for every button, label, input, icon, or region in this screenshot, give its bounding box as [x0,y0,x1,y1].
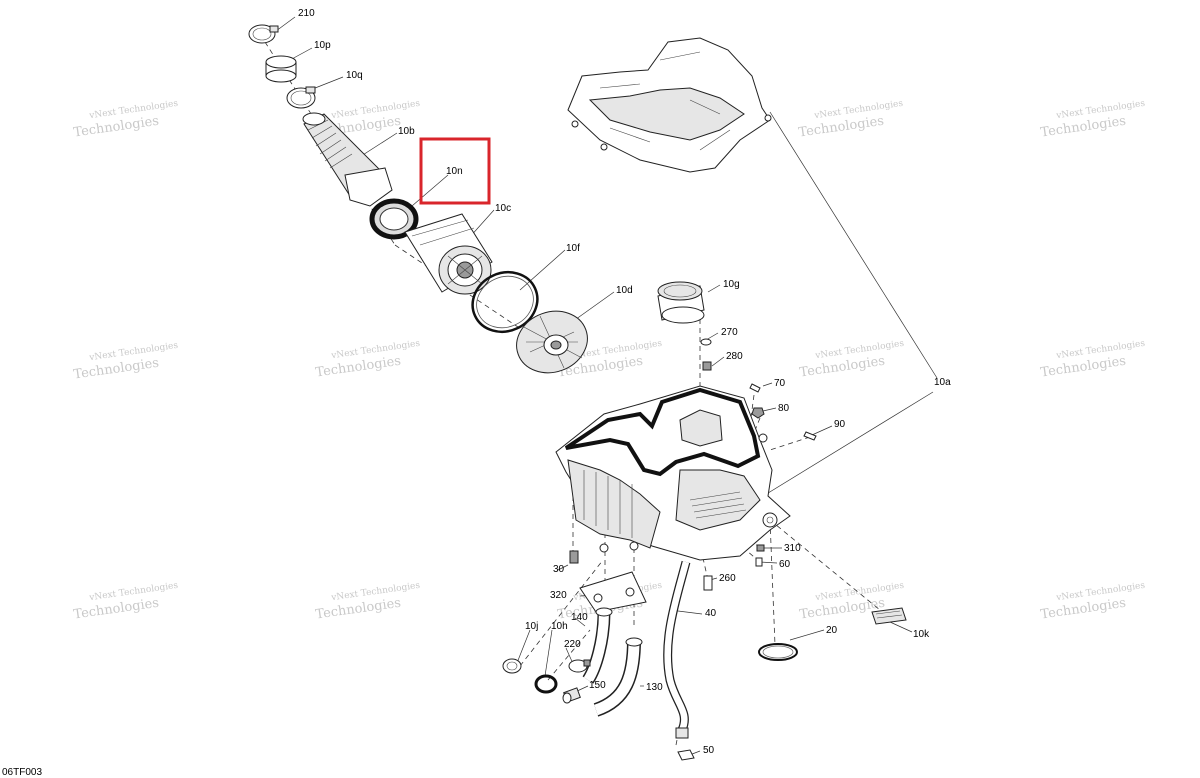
callout-10h[interactable]: 10h [551,621,568,632]
callout-140[interactable]: 140 [571,612,588,623]
label-10k [871,607,907,625]
watermark: vNext Technologies Technologies [73,99,179,141]
svg-text:Technologies: Technologies [1040,114,1127,141]
airbox-cover-10d [516,310,588,374]
callout-220[interactable]: 220 [564,639,581,650]
callout-10g[interactable]: 10g [723,279,740,290]
watermark: vNext Technologies Technologies [1040,99,1146,141]
clamp-10j [502,658,522,674]
callout-10d[interactable]: 10d [616,285,633,296]
bracket-320 [579,571,647,613]
clamp-10h [534,674,558,694]
callout-90[interactable]: 90 [834,419,846,430]
callout-40[interactable]: 40 [705,608,717,619]
diagram-code: 06TF003 [2,767,42,778]
airbox-base [555,385,791,561]
svg-text:Technologies: Technologies [798,114,885,141]
watermark: vNext Technologies Technologies [1040,339,1146,381]
gasket-10f [471,270,539,334]
callout-270[interactable]: 270 [721,327,738,338]
hose-130 [593,637,643,717]
clamp-210 [248,24,279,44]
drain-tube-40 [663,560,691,739]
callout-210[interactable]: 210 [298,8,315,19]
watermark: vNext Technologies Technologies [798,99,904,141]
airbox-lid-10a [567,37,772,173]
adapter-10g [657,281,705,324]
callout-150[interactable]: 150 [589,680,606,691]
watermark: vNext Technologies Technologies [73,581,179,623]
callout-10b[interactable]: 10b [398,126,415,137]
svg-text:Technologies: Technologies [315,354,402,381]
clamp-220 [568,659,591,673]
callout-70[interactable]: 70 [774,378,786,389]
ring-20 [758,643,798,661]
seal-ring-10n [369,198,419,240]
callout-80[interactable]: 80 [778,403,790,414]
sleeve-10p [265,55,297,83]
callout-280[interactable]: 280 [726,351,743,362]
callout-30[interactable]: 30 [553,564,565,575]
air-filter-10c [404,213,493,295]
watermark: vNext Technologies Technologies [73,341,179,383]
watermark-layer: vNext Technologies Technologies vNext Te… [73,99,1146,623]
callout-10k[interactable]: 10k [913,629,930,640]
svg-text:Technologies: Technologies [73,114,160,141]
callout-10q[interactable]: 10q [346,70,363,81]
selected-part-highlight[interactable] [419,137,491,205]
callout-50[interactable]: 50 [703,745,715,756]
fasteners [569,338,817,591]
svg-text:Technologies: Technologies [1040,596,1127,623]
watermark: vNext Technologies Technologies [1040,581,1146,623]
svg-text:Technologies: Technologies [799,596,886,623]
callout-130[interactable]: 130 [646,682,663,693]
callout-260[interactable]: 260 [719,573,736,584]
svg-text:Technologies: Technologies [315,596,402,623]
parts-layer [248,24,907,761]
callout-labels: 210 10p 10q 10b 10n 10c 10f 10d 10g 270 … [298,8,951,756]
svg-text:Technologies: Technologies [1040,354,1127,381]
svg-text:Technologies: Technologies [799,354,886,381]
clip-50 [677,749,695,761]
svg-text:Technologies: Technologies [73,596,160,623]
callout-320[interactable]: 320 [550,590,567,601]
fitting-150 [562,687,581,704]
callout-10c[interactable]: 10c [495,203,511,214]
callout-10f[interactable]: 10f [566,243,580,254]
callout-10p[interactable]: 10p [314,40,331,51]
callout-10j[interactable]: 10j [525,621,538,632]
intake-duct-10b [302,112,393,207]
callout-10a[interactable]: 10a [934,377,951,388]
clamp-10q [286,86,316,109]
callout-310[interactable]: 310 [784,543,801,554]
svg-text:Technologies: Technologies [73,356,160,383]
callout-10n[interactable]: 10n [446,166,463,177]
watermark: vNext Technologies Technologies [315,339,421,381]
callout-60[interactable]: 60 [779,559,791,570]
watermark: vNext Technologies Technologies [799,339,905,381]
hose-140 [582,607,613,684]
watermark: vNext Technologies Technologies [315,581,421,623]
callout-20[interactable]: 20 [826,625,838,636]
